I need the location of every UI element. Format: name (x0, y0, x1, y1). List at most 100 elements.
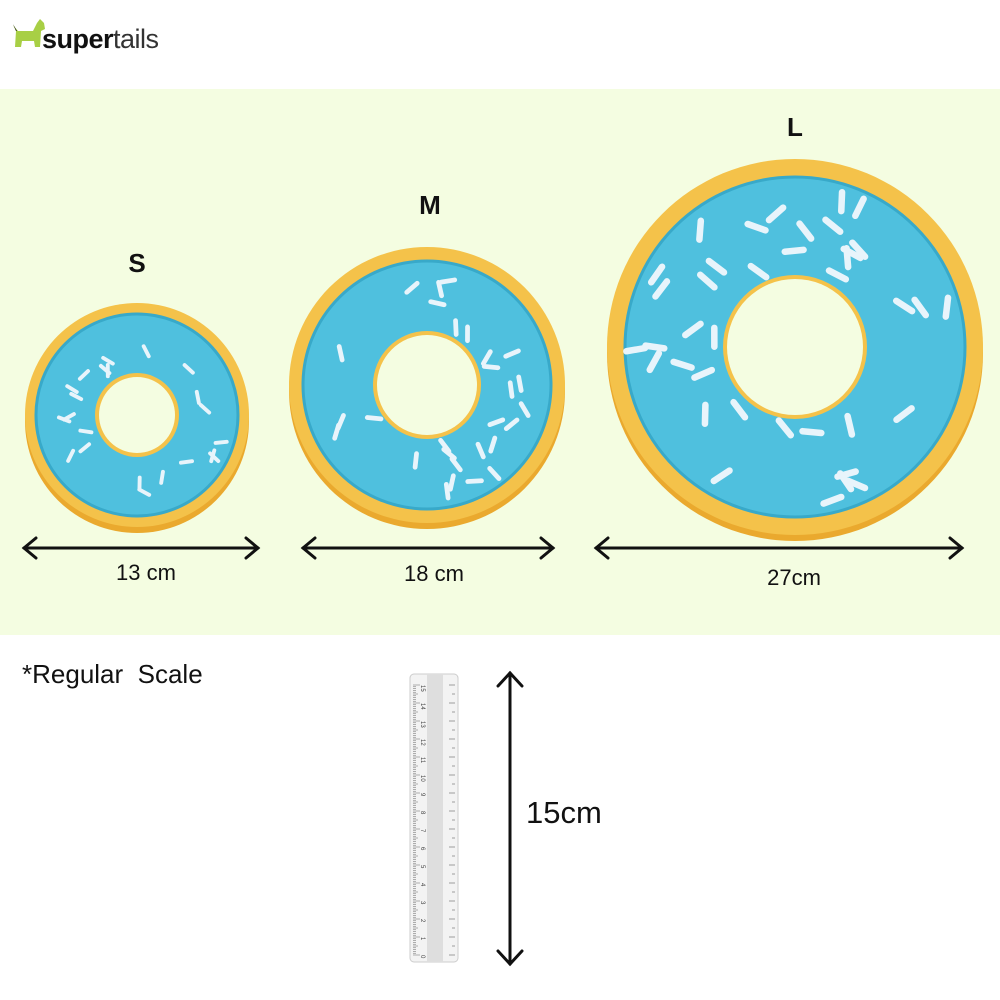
sprinkle (208, 451, 221, 463)
ruler-number: 6 (419, 847, 425, 851)
sprinkle (516, 374, 524, 393)
sprinkle (335, 413, 346, 431)
sprinkle (487, 417, 506, 428)
sprinkle (942, 294, 952, 320)
sprinkle (137, 487, 152, 497)
ruler-number: 0 (419, 955, 425, 959)
sprinkle (198, 403, 212, 415)
width-arrow-l (593, 536, 965, 560)
donut-hole (99, 377, 175, 453)
sprinkle (893, 405, 915, 424)
sprinkle (844, 477, 869, 492)
sprinkle (77, 369, 90, 381)
sprinkle (364, 415, 384, 422)
sprinkle (670, 358, 695, 371)
sprinkle (428, 299, 447, 308)
sprinkle (710, 467, 733, 485)
brand-name-light: tails (113, 24, 159, 54)
sprinkle (652, 278, 671, 300)
donut-l (607, 159, 983, 541)
sprinkle (507, 380, 515, 399)
dog-logo-icon (12, 17, 46, 51)
donut-hole (377, 335, 477, 435)
ruler-number: 9 (419, 793, 425, 797)
sprinkle (730, 398, 749, 421)
arrow-head-right (948, 536, 965, 560)
ruler-number: 12 (419, 739, 425, 746)
ruler-number: 14 (419, 703, 425, 710)
sprinkle (775, 417, 795, 439)
height-arrow (496, 670, 524, 967)
sprinkle (747, 262, 770, 281)
sprinkle (765, 204, 787, 224)
sprinkle (647, 263, 666, 286)
arrow-head-left (300, 536, 317, 560)
ruler-number: 15 (419, 685, 425, 692)
dimension-l: 27cm (767, 565, 821, 590)
sprinkle (182, 363, 195, 375)
sprinkle (518, 401, 531, 418)
size-label-s: S (128, 248, 146, 278)
ruler-number: 4 (419, 883, 425, 887)
sprinkle (412, 451, 419, 470)
sprinkle (503, 417, 520, 432)
sprinkle (822, 216, 844, 235)
dimension-s: 13 cm (116, 560, 176, 585)
sprinkle (465, 478, 484, 484)
sprinkle (837, 470, 855, 493)
sprinkle (623, 344, 649, 355)
sprinkle (98, 363, 112, 376)
sprinkle (820, 493, 845, 507)
sprinkle (487, 466, 502, 482)
ruler-center-strip (427, 674, 443, 962)
ruler-number: 3 (419, 901, 425, 905)
sprinkle (441, 446, 457, 461)
sprinkle (159, 469, 165, 485)
dimension-m: 18 cm (404, 561, 464, 586)
sprinkle (691, 366, 716, 381)
sprinkle (852, 195, 867, 220)
ruler-number: 7 (419, 829, 425, 833)
sprinkle (78, 442, 92, 454)
sprinkle (78, 428, 94, 435)
sprinkle (65, 384, 79, 394)
ruler-number: 5 (419, 865, 425, 869)
sprinkle (892, 297, 916, 315)
sprinkle (705, 257, 728, 276)
sprinkle (449, 456, 463, 473)
size-label-m: M (419, 190, 441, 220)
width-arrow-s (21, 536, 261, 560)
arrow-head-right (244, 536, 261, 560)
sprinkle (66, 448, 76, 463)
sprinkle (503, 348, 521, 359)
sprinkle (443, 481, 451, 501)
sprinkle (781, 246, 807, 255)
ruler-number: 2 (419, 919, 425, 923)
size-label-l: L (787, 112, 803, 142)
sprinkle (696, 271, 718, 291)
sprinkle (744, 220, 769, 234)
sprinkle (488, 435, 498, 454)
sprinkle (453, 318, 459, 337)
sprinkle (213, 439, 229, 445)
ruler-number: 13 (419, 721, 425, 728)
sprinkle (682, 320, 704, 339)
brand-logo: supertails (42, 24, 159, 55)
sprinkle (62, 412, 76, 422)
sprinkle (447, 473, 456, 492)
sprinkle (336, 344, 345, 363)
sprinkle (141, 344, 151, 359)
sprinkle (838, 188, 846, 215)
ruler-number: 11 (419, 757, 425, 764)
ruler-number: 1 (419, 937, 425, 941)
ruler-number: 10 (419, 775, 425, 782)
arrow-head-bottom (496, 949, 524, 967)
scale-note: *Regular Scale (22, 659, 203, 689)
arrow-head-top (496, 670, 524, 688)
sprinkle (475, 441, 486, 460)
sprinkle (796, 220, 815, 242)
width-arrow-m (300, 536, 556, 560)
sprinkle (911, 296, 930, 319)
ruler-length-label: 15cm (526, 795, 602, 830)
